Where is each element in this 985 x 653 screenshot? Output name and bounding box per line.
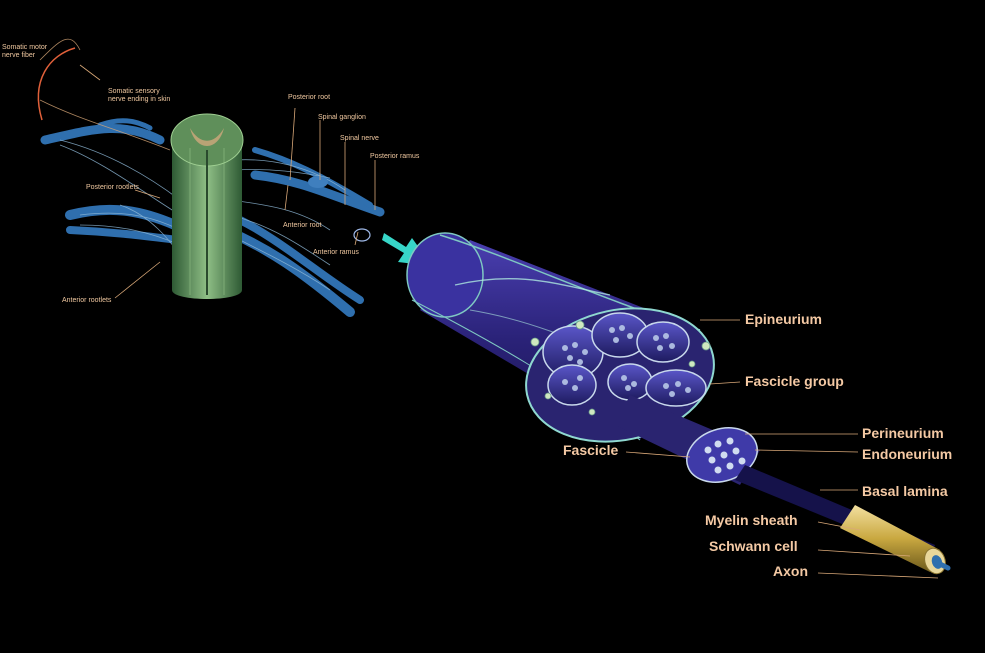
label-fascicle-group: Fascicle group [745,373,844,389]
label-somatic-sensory-ending: Somatic sensory nerve ending in skin [108,88,171,103]
leader-lines [79,64,939,579]
vessels [530,320,711,416]
label-posterior-rootlets: Posterior rootlets [86,184,139,191]
label-epineurium: Epineurium [745,311,823,327]
label-fascicle: Fascicle [563,442,619,458]
label-anterior-root: Anterior root [283,222,322,229]
spinal-nerve-roots [40,118,385,317]
label-spinal-nerve: Spinal nerve [340,135,379,142]
label-posterior-root: Posterior root [288,94,331,101]
label-spinal-ganglion: Spinal ganglion [318,114,366,121]
somatic-motor-fiber [37,47,76,121]
label-perineurium: Perineurium [862,425,944,441]
myelinated-axon [735,465,951,575]
label-posterior-ramus: Posterior ramus [370,153,420,160]
label-basal-lamina: Basal lamina [862,483,948,499]
fascicle-fibers [562,325,691,397]
label-endoneurium: Endoneurium [862,446,953,462]
label-schwann-cell: Schwann cell [709,538,798,554]
spinal-cord [170,113,244,299]
label-anterior-rootlets: Anterior rootlets [62,297,112,304]
label-axon: Axon [773,563,808,579]
spinal-ganglion-shape [308,176,371,242]
label-myelin-sheath: Myelin sheath [705,512,798,528]
label-somatic-motor-fiber: Somatic motor nerve fiber [2,44,48,59]
single-fascicle [615,395,760,485]
fascicles [542,312,707,407]
label-anterior-ramus: Anterior ramus [313,249,359,256]
